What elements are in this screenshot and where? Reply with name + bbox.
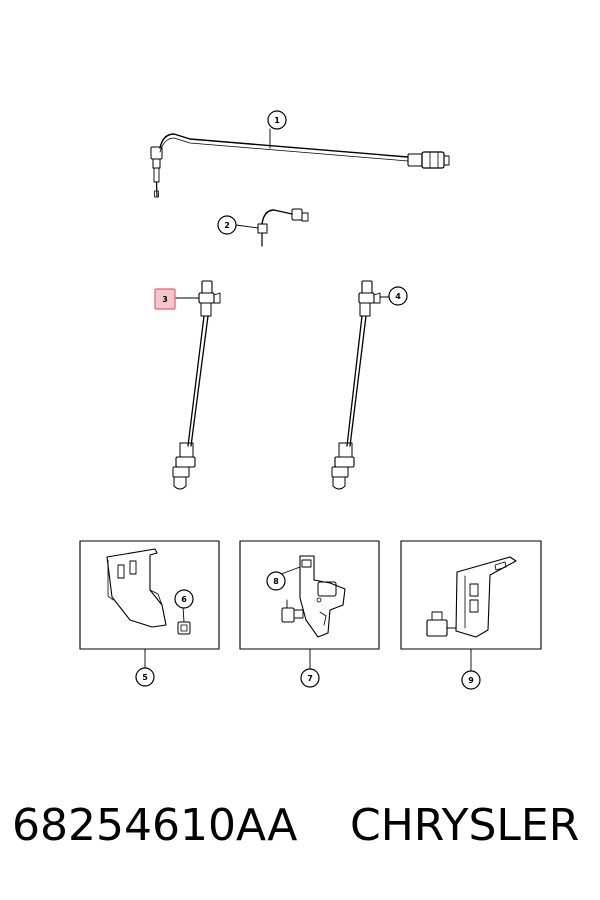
callout-5-label: 5 bbox=[142, 673, 148, 682]
part-6-clip[interactable] bbox=[177, 606, 191, 635]
callout-3: 3 bbox=[154, 288, 176, 310]
callout-7: 7 bbox=[300, 668, 320, 688]
part-3-oxygen-sensor[interactable] bbox=[172, 280, 221, 490]
callout-6-label: 6 bbox=[181, 595, 187, 604]
callout-2-label: 2 bbox=[224, 221, 230, 230]
part-2-temp-sensor[interactable] bbox=[235, 208, 309, 247]
brand-name: CHRYSLER bbox=[350, 800, 580, 851]
callout-3-label: 3 bbox=[162, 295, 168, 304]
callout-4: 4 bbox=[388, 286, 408, 306]
box-part-7[interactable] bbox=[239, 540, 380, 650]
callout-7-label: 7 bbox=[307, 674, 313, 683]
callout-8: 8 bbox=[266, 571, 286, 591]
callout-1: 1 bbox=[267, 110, 287, 130]
exploded-parts-diagram: 1 2 bbox=[79, 110, 542, 690]
callout-9: 9 bbox=[461, 670, 481, 690]
footer-part-line: 68254610AA CHRYSLER bbox=[0, 800, 600, 870]
box-part-9[interactable] bbox=[400, 540, 542, 650]
callout-2: 2 bbox=[217, 215, 237, 235]
callout-4-label: 4 bbox=[395, 292, 401, 301]
part-1-exhaust-temp-sensor[interactable] bbox=[150, 128, 450, 198]
callout-1-label: 1 bbox=[274, 116, 280, 125]
callout-8-label: 8 bbox=[273, 577, 279, 586]
callout-5: 5 bbox=[135, 667, 155, 687]
callout-9-label: 9 bbox=[468, 676, 474, 685]
part-4-oxygen-sensor[interactable] bbox=[331, 280, 390, 490]
box-part-5[interactable] bbox=[79, 540, 220, 650]
callout-6: 6 bbox=[174, 589, 194, 609]
part-number: 68254610AA bbox=[12, 800, 298, 851]
